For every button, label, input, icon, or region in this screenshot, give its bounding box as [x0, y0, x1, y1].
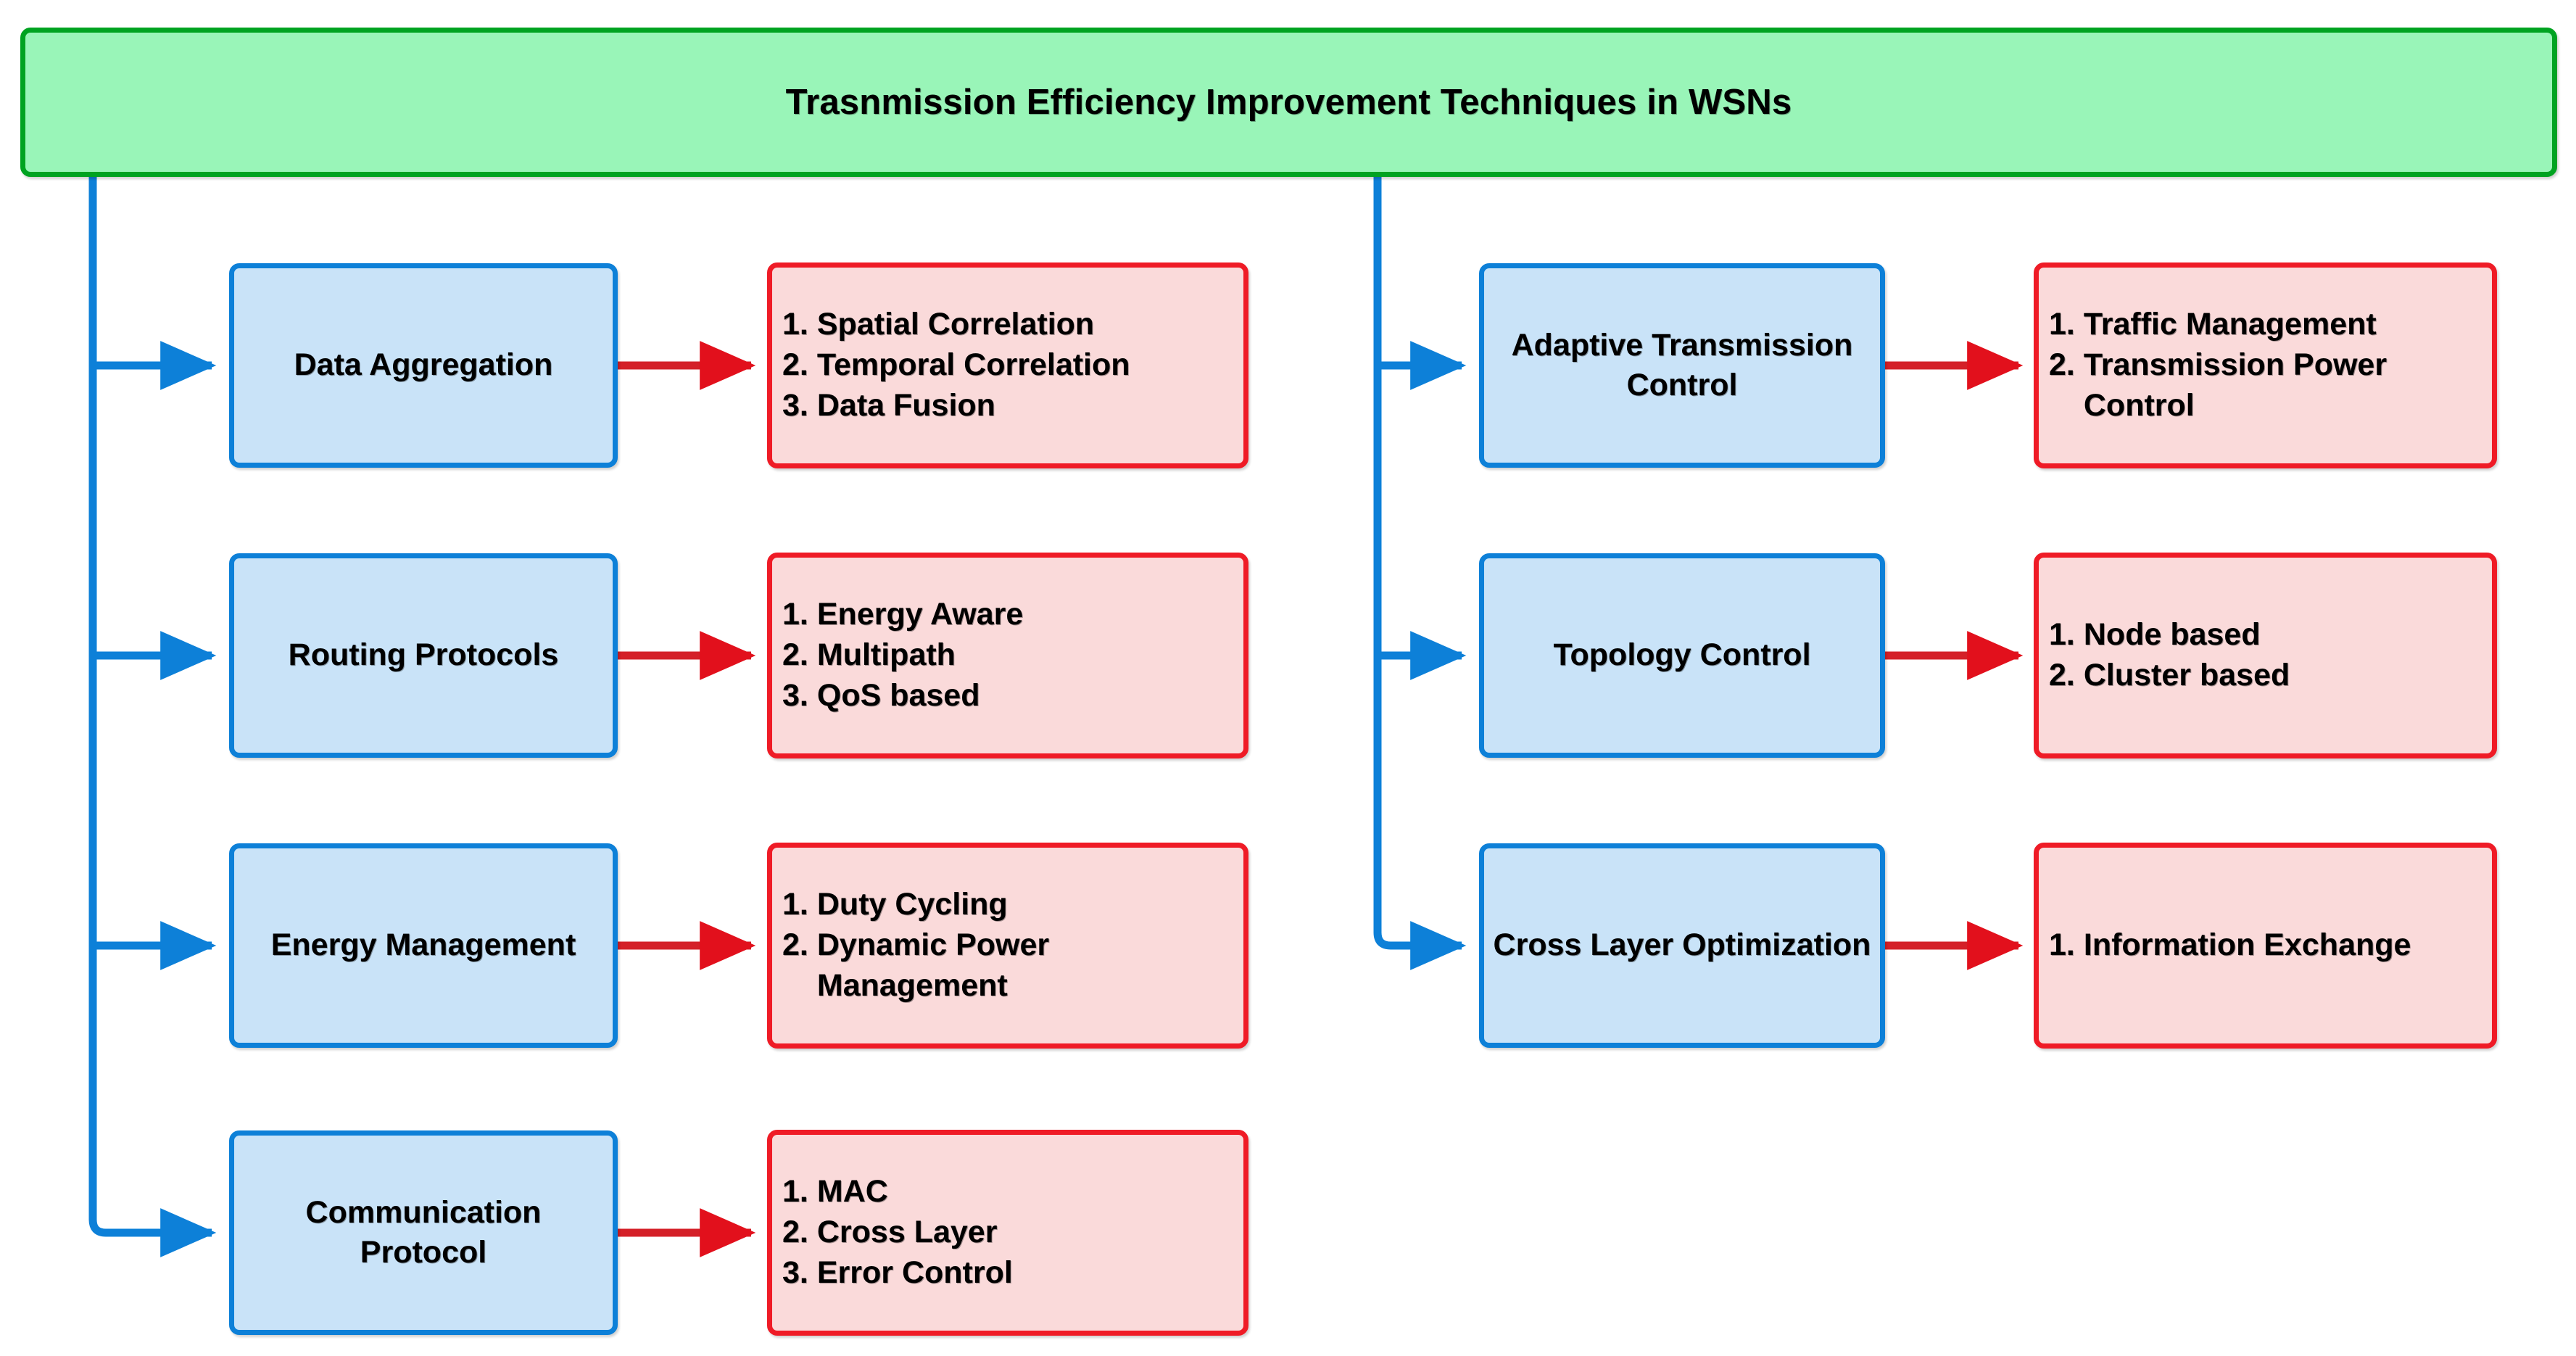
- left-branch-connectors: [93, 341, 217, 1257]
- item-text: Multipath: [816, 637, 956, 673]
- items-node-energy-management: 1. Duty Cycling 2. Dynamic Power Managem…: [767, 843, 1248, 1049]
- item-number: 3.: [782, 677, 808, 713]
- item-number: 1.: [782, 597, 808, 632]
- item-text: Transmission Power Control: [2083, 347, 2387, 423]
- items-node-adaptive-transmission-control: 1. Traffic Management 2. Transmission Po…: [2034, 262, 2497, 468]
- category-node-communication-protocol[interactable]: Communication Protocol: [229, 1130, 618, 1335]
- list-item: 3. Error Control: [782, 1253, 1238, 1294]
- item-text: QoS based: [816, 677, 980, 713]
- category-label: Communication Protocol: [305, 1194, 542, 1270]
- item-text: Temporal Correlation: [816, 347, 1130, 383]
- category-node-adaptive-transmission-control[interactable]: Adaptive Transmission Control: [1479, 263, 1885, 468]
- list-item: 2. Transmission Power Control: [2049, 345, 2486, 426]
- item-number: 2.: [782, 347, 808, 383]
- list-item: 1. Duty Cycling: [782, 885, 1238, 925]
- list-item: 2. Cluster based: [2049, 656, 2486, 696]
- right-item-arrows: [1885, 341, 2024, 970]
- right-trunk: [1373, 172, 1405, 950]
- item-text: MAC: [816, 1174, 888, 1210]
- category-node-topology-control[interactable]: Topology Control: [1479, 553, 1885, 758]
- list-item: 1. Node based: [2049, 615, 2486, 656]
- category-label: Energy Management: [270, 927, 576, 963]
- item-number: 2.: [782, 1215, 808, 1250]
- diagram-title: Trasnmission Efficiency Improvement Tech…: [785, 83, 1792, 122]
- items-node-communication-protocol: 1. MAC 2. Cross Layer 3. Error Control: [767, 1130, 1248, 1336]
- left-trunk: [88, 172, 120, 1237]
- item-number: 2.: [782, 927, 808, 963]
- item-number: 3.: [782, 387, 808, 423]
- items-list: 1. Traffic Management 2. Transmission Po…: [2039, 305, 2492, 426]
- item-number: 1.: [2049, 617, 2075, 653]
- right-branch-connectors: [1378, 341, 1467, 970]
- list-item: 1. MAC: [782, 1172, 1238, 1212]
- category-node-data-aggregation[interactable]: Data Aggregation: [229, 263, 618, 468]
- list-item: 2. Multipath: [782, 635, 1238, 676]
- item-number: 1.: [782, 307, 808, 342]
- category-label: Topology Control: [1553, 637, 1811, 673]
- item-text: Cross Layer: [816, 1215, 998, 1250]
- category-node-energy-management[interactable]: Energy Management: [229, 843, 618, 1048]
- items-node-data-aggregation: 1. Spatial Correlation 2. Temporal Corre…: [767, 262, 1248, 468]
- list-item: 1. Spatial Correlation: [782, 305, 1238, 345]
- item-text: Duty Cycling: [816, 887, 1008, 922]
- item-number: 3.: [782, 1254, 808, 1290]
- list-item: 1. Energy Aware: [782, 595, 1238, 635]
- list-item: 2. Temporal Correlation: [782, 345, 1238, 386]
- category-label: Data Aggregation: [294, 347, 553, 383]
- items-node-topology-control: 1. Node based 2. Cluster based: [2034, 553, 2497, 758]
- item-text: Data Fusion: [816, 387, 995, 423]
- list-item: 3. QoS based: [782, 676, 1238, 716]
- item-number: 2.: [2049, 658, 2075, 693]
- left-item-arrows: [618, 341, 756, 1257]
- category-node-routing-protocols[interactable]: Routing Protocols: [229, 553, 618, 758]
- item-number: 1.: [2049, 307, 2075, 342]
- item-number: 2.: [2049, 347, 2075, 383]
- item-text: Dynamic Power Management: [816, 927, 1050, 1003]
- items-list: 1. Node based 2. Cluster based: [2039, 615, 2492, 696]
- list-item: 2. Dynamic Power Management: [782, 925, 1238, 1006]
- list-item: 2. Cross Layer: [782, 1212, 1238, 1253]
- items-node-cross-layer-optimization: 1. Information Exchange: [2034, 843, 2497, 1049]
- item-text: Error Control: [816, 1254, 1013, 1290]
- item-text: Information Exchange: [2083, 927, 2411, 963]
- items-list: 1. MAC 2. Cross Layer 3. Error Control: [772, 1172, 1243, 1294]
- item-number: 1.: [2049, 927, 2075, 963]
- item-number: 2.: [782, 637, 808, 673]
- root-node: Trasnmission Efficiency Improvement Tech…: [20, 28, 2557, 177]
- item-text: Node based: [2083, 617, 2261, 653]
- category-label: Adaptive Transmission Control: [1511, 327, 1853, 402]
- items-list: 1. Information Exchange: [2039, 925, 2492, 966]
- category-label: Routing Protocols: [288, 637, 559, 673]
- item-text: Energy Aware: [816, 597, 1024, 632]
- item-number: 1.: [782, 887, 808, 922]
- item-text: Traffic Management: [2083, 307, 2377, 342]
- list-item: 1. Traffic Management: [2049, 305, 2486, 345]
- items-list: 1. Duty Cycling 2. Dynamic Power Managem…: [772, 885, 1243, 1006]
- items-list: 1. Energy Aware 2. Multipath 3. QoS base…: [772, 595, 1243, 716]
- list-item: 3. Data Fusion: [782, 386, 1238, 426]
- item-number: 1.: [782, 1174, 808, 1210]
- items-list: 1. Spatial Correlation 2. Temporal Corre…: [772, 305, 1243, 426]
- category-label: Cross Layer Optimization: [1493, 927, 1871, 963]
- list-item: 1. Information Exchange: [2049, 925, 2486, 966]
- item-text: Cluster based: [2083, 658, 2290, 693]
- category-node-cross-layer-optimization[interactable]: Cross Layer Optimization: [1479, 843, 1885, 1048]
- items-node-routing-protocols: 1. Energy Aware 2. Multipath 3. QoS base…: [767, 553, 1248, 758]
- item-text: Spatial Correlation: [816, 307, 1095, 342]
